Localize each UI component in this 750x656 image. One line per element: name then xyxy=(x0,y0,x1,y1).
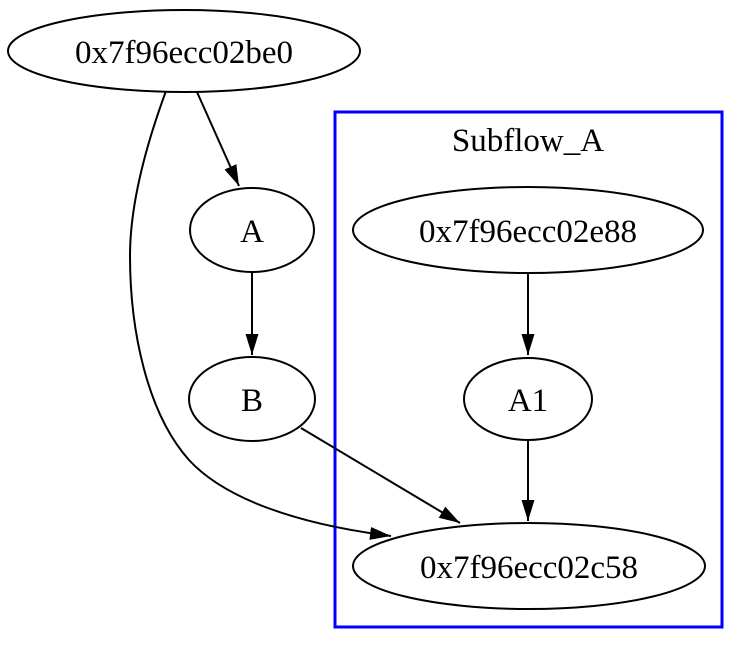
node-ellipse-e88 xyxy=(352,186,704,274)
node-ellipse-a1 xyxy=(463,357,593,441)
node-label-a: A xyxy=(240,214,264,250)
node-ellipse-b xyxy=(188,356,316,442)
node-label-b: B xyxy=(241,383,263,419)
edge-b-to-c58 xyxy=(300,427,461,524)
node-ellipse-a xyxy=(189,187,315,273)
node-label-be0: 0x7f96ecc02be0 xyxy=(75,35,293,71)
edge-layer xyxy=(128,90,535,540)
node-0x7f96ecc02e88: 0x7f96ecc02e88 xyxy=(352,186,704,274)
cluster-label: Subflow_A xyxy=(452,123,604,159)
node-label-c58: 0x7f96ecc02c58 xyxy=(420,550,638,586)
node-ellipse-c58 xyxy=(352,522,706,610)
node-layer: 0x7f96ecc02be0 A B 0x7f96ecc02e88 A1 0x7… xyxy=(7,9,706,610)
node-0x7f96ecc02c58: 0x7f96ecc02c58 xyxy=(352,522,706,610)
cluster-subflow-a: Subflow_A xyxy=(333,110,724,629)
node-0x7f96ecc02be0: 0x7f96ecc02be0 xyxy=(7,9,361,93)
node-label-e88: 0x7f96ecc02e88 xyxy=(419,214,637,250)
cluster-border xyxy=(333,110,724,629)
node-b: B xyxy=(188,356,316,442)
node-ellipse-be0 xyxy=(7,9,361,93)
node-label-a1: A1 xyxy=(508,383,548,419)
node-a1: A1 xyxy=(463,357,593,441)
edge-be0-to-a xyxy=(196,91,240,187)
edge-be0-to-c58 xyxy=(128,90,392,540)
node-a: A xyxy=(189,187,315,273)
